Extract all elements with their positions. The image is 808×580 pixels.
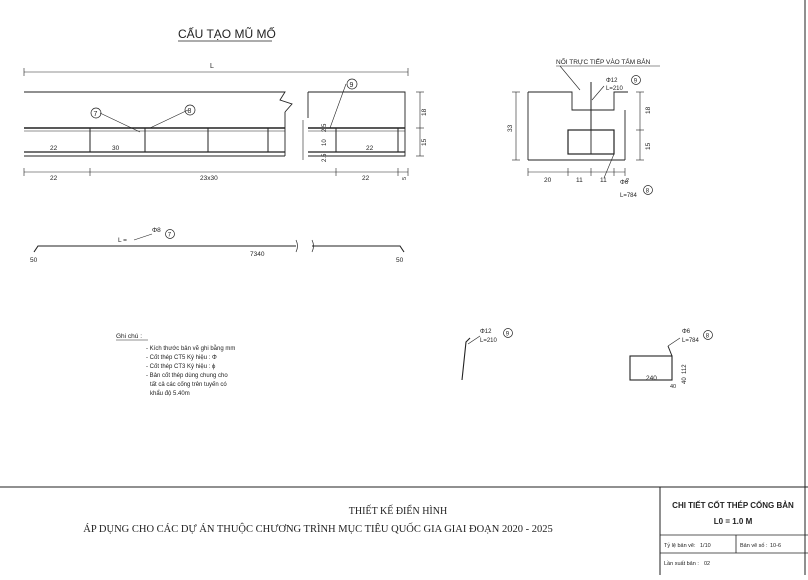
dim-label-l: L bbox=[210, 63, 214, 70]
small-dim-c: 2.5 bbox=[322, 153, 328, 162]
note-item: tất cả các cống trên tuyến có bbox=[150, 382, 227, 388]
long-bar-right-hook: 50 bbox=[396, 257, 404, 264]
long-bar-l: L = bbox=[118, 237, 127, 244]
callout-circle-7 bbox=[90, 107, 102, 119]
cross-height-total: 33 bbox=[507, 124, 514, 132]
footer-line-1: THIẾT KẾ ĐIỂN HÌNH bbox=[349, 504, 447, 517]
issue-value: 02 bbox=[704, 561, 710, 567]
note-item: - Cốt thép CT3 Ký hiệu : ϕ bbox=[146, 364, 216, 370]
bar9-detail bbox=[461, 335, 481, 381]
small-dim-b: 10 bbox=[322, 139, 328, 146]
inner-dim-left: 22 bbox=[50, 145, 58, 152]
cross-width-2: 11 bbox=[576, 177, 583, 184]
cross-width-1: 20 bbox=[544, 177, 552, 184]
issue-label: Lần xuất bản : bbox=[664, 561, 699, 567]
bar8-detail-spec: Φ6 bbox=[682, 329, 691, 335]
notes-heading: Ghi chú : bbox=[116, 333, 142, 340]
cross-section bbox=[512, 65, 644, 179]
cross-width-3: 11 bbox=[600, 177, 607, 184]
small-dim-a: 2.5 bbox=[322, 123, 328, 132]
inner-dim-center: 30 bbox=[112, 145, 120, 152]
callout-circle-9 bbox=[346, 78, 358, 90]
cross-bar9-spec: Φ12 bbox=[606, 78, 618, 84]
scale-value: 1/10 bbox=[700, 543, 711, 549]
cross-section-label: NỐI TRỰC TIẾP VÀO TẤM BẢN bbox=[556, 56, 651, 66]
callout-circle-8 bbox=[184, 104, 196, 116]
long-bar-num: 7 bbox=[168, 233, 172, 239]
cross-bar9-num: 9 bbox=[634, 79, 638, 85]
bar9-detail-num: 9 bbox=[506, 332, 510, 338]
note-item: khẩu độ 5.40m bbox=[150, 390, 190, 397]
sheet-value: 10-6 bbox=[770, 543, 781, 549]
cross-bar8-length: L=784 bbox=[620, 193, 638, 199]
bar8-detail-hook: 40 bbox=[682, 377, 688, 384]
bottom-dim-right: 22 bbox=[362, 175, 370, 182]
long-bar-left-hook: 50 bbox=[30, 257, 38, 264]
scale-label: Tỷ lệ bản vẽ: bbox=[664, 542, 696, 549]
callout-9: 9 bbox=[350, 82, 354, 89]
main-section bbox=[23, 68, 424, 176]
bar8-detail bbox=[629, 337, 681, 381]
bar8-detail-num: 8 bbox=[706, 334, 710, 340]
notes-block: Ghi chú : - Kích thước bản vẽ ghi bằng m… bbox=[116, 333, 235, 397]
bar8-detail-height: 112 bbox=[682, 364, 688, 374]
cross-bar9-length: L=210 bbox=[606, 86, 624, 92]
footer-line-2: ÁP DỤNG CHO CÁC DỰ ÁN THUỘC CHƯƠNG TRÌNH… bbox=[83, 522, 552, 535]
bar8-detail-width: 240 bbox=[646, 375, 657, 382]
cross-height-top: 18 bbox=[645, 106, 652, 114]
long-bar-7 bbox=[33, 233, 405, 253]
bottom-dim-span: 23x30 bbox=[200, 175, 218, 182]
right-height-tiny: 5 bbox=[402, 177, 408, 180]
drawing-title: CẤU TẠO MŨ MỐ bbox=[178, 26, 276, 41]
callout-7: 7 bbox=[94, 111, 98, 118]
inner-dim-right: 22 bbox=[366, 145, 374, 152]
long-bar-length: 7340 bbox=[250, 251, 265, 258]
cross-bar8-spec: Φ6 bbox=[620, 180, 629, 186]
right-height-bottom: 15 bbox=[421, 138, 428, 146]
callout-8: 8 bbox=[188, 108, 192, 115]
title-block-line-2: L0 = 1.0 M bbox=[714, 517, 753, 526]
cross-height-bottom: 15 bbox=[645, 142, 652, 150]
sheet-label: Bản vẽ số : bbox=[740, 543, 768, 549]
bar9-detail-spec: Φ12 bbox=[480, 329, 492, 335]
note-item: - Bản cốt thép dùng chung cho bbox=[146, 373, 228, 379]
right-height-top: 18 bbox=[421, 108, 428, 116]
bar9-detail-length: L=210 bbox=[480, 338, 498, 344]
bar8-detail-side: 40 bbox=[670, 384, 676, 390]
cross-width-tiny: 2 bbox=[626, 178, 629, 184]
bottom-dim-left: 22 bbox=[50, 175, 58, 182]
long-bar-spec: Φ8 bbox=[152, 227, 161, 234]
title-block-line-1: CHI TIẾT CỐT THÉP CỐNG BẢN bbox=[672, 500, 794, 510]
bar8-detail-length: L=784 bbox=[682, 338, 700, 344]
note-item: - Kích thước bản vẽ ghi bằng mm bbox=[146, 345, 235, 352]
cross-bar8-num: 8 bbox=[646, 189, 650, 195]
note-item: - Cốt thép CT5 Ký hiệu : Φ bbox=[146, 355, 217, 361]
